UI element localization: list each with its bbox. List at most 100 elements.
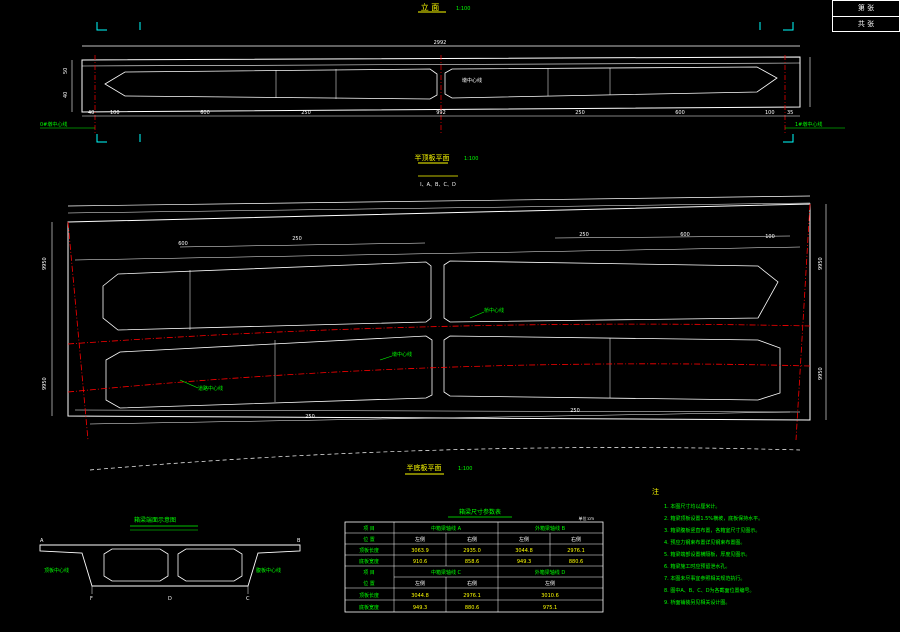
note-7: 7. 本图未尽事宜参照相关规范执行。 (664, 575, 745, 582)
plan-dim-5: 100 (765, 234, 775, 240)
elevation-cell-left (104, 68, 438, 100)
table-r4-c2: 880.6 (465, 605, 479, 611)
plan-dim-line-right (554, 235, 791, 239)
elevation-scale: 1:100 (456, 6, 470, 12)
table-r2-label: 底板宽度 (359, 558, 379, 565)
plan-cell-lower-left (105, 335, 433, 409)
plan-cell-upper-left (102, 261, 432, 331)
plan-dim-3: 250 (579, 232, 589, 238)
table-h-r2: 位 置 (363, 536, 375, 543)
table-r4-label: 底板宽度 (359, 604, 379, 611)
title-block-row-2: 共 张 (857, 20, 875, 28)
elevation-dim-mid-left: 250 (301, 110, 311, 116)
plan-side-leader (379, 355, 393, 361)
table-r2-c1: 910.6 (413, 559, 427, 565)
table-r3-c1: 3044.8 (411, 593, 429, 599)
plan-bottom-dimline (89, 411, 791, 425)
table-r3-c2: 2976.1 (463, 593, 481, 599)
note-9: 9. 桥面铺装另见相关设计图。 (664, 599, 730, 606)
note-2: 2. 箱梁顶板设置1.5%横坡，底板保持水平。 (664, 515, 763, 522)
elevation-dim-left: 600 (200, 110, 210, 116)
plan-cell-upper-right (443, 260, 779, 323)
section-label-right: 腹板中心线 (256, 567, 281, 574)
note-5: 5. 箱梁端部设置横隔板，厚度见图示。 (664, 551, 750, 558)
table-group-2: 外箱梁轴线 B (535, 525, 566, 532)
plan-axis-label: 道路中心线 (198, 385, 223, 392)
section-title: 箱梁端面示意图 (134, 516, 176, 524)
plan-pier-axis-left (67, 221, 89, 441)
note-4: 4. 预应力钢束布置详见钢束布置图。 (664, 539, 745, 546)
table-col-6: 右侧 (467, 580, 477, 587)
section-label-d: D (168, 596, 172, 602)
elevation-cell-right (444, 66, 778, 99)
table-r1-c2: 2935.0 (463, 548, 481, 554)
table-r2-c2: 858.6 (465, 559, 479, 565)
table-r4-c3: 975.1 (543, 605, 557, 611)
table-r3-c3: 3010.6 (541, 593, 559, 599)
table-col-2: 右侧 (467, 536, 477, 543)
plan-side-dim-2: 9950 (42, 377, 48, 390)
plan-view: 半顶板平面 1:100 I、A、B、C、D 600 250 250 600 (42, 153, 827, 475)
table-group-3: 中箱梁轴线 C (431, 569, 462, 576)
plan-pier-axis-right (795, 203, 811, 441)
plan-outline (67, 203, 811, 421)
elevation-dim-mid-right: 250 (575, 110, 585, 116)
table-r4-c1: 949.3 (413, 605, 427, 611)
plan-top-dimline (67, 195, 811, 207)
table-col-4: 右侧 (571, 536, 581, 543)
section-label-left: 顶板中心线 (44, 567, 69, 574)
title-block-row-1: 第 张 (833, 1, 899, 17)
elevation-total-dim: 2992 (434, 40, 447, 46)
table-unit: 单位:cm (579, 515, 595, 521)
section-mark-top-left (96, 22, 107, 31)
table-title: 箱梁尺寸参数表 (459, 508, 501, 516)
section-mark-bottom-right (783, 134, 794, 143)
elevation-dim-center: 992 (436, 110, 446, 116)
elevation-dim-small-right: 35 (787, 110, 793, 116)
note-6: 6. 箱梁施工时应预留泄水孔。 (664, 563, 730, 570)
section-label-f: F (90, 596, 93, 602)
table-col-7: 左侧 (545, 580, 555, 587)
table-frame (344, 521, 604, 613)
table-col-1: 左侧 (415, 536, 425, 543)
elevation-dim-small-left: 40 (88, 110, 94, 116)
plan-dashed-bottom (89, 447, 801, 471)
section-label-b: B (297, 538, 301, 544)
plan-top-title: 半顶板平面 (415, 153, 450, 162)
plan-cell-lower-right (443, 335, 781, 401)
plan-side-dim-r1: 9950 (818, 257, 824, 270)
table-h2-r1: 项 目 (363, 570, 375, 576)
notes-title: 注 (652, 487, 659, 496)
plan-side-label: 墩中心线 (392, 351, 412, 358)
table-r2-c4: 880.6 (569, 559, 583, 565)
elevation-h1: 50 (63, 68, 69, 74)
table-r1-c1: 3063.9 (411, 548, 429, 554)
plan-side-dim-1: 9950 (42, 257, 48, 270)
note-1: 1. 本图尺寸均以厘米计。 (664, 503, 720, 510)
plan-center-label: 桥中心线 (484, 307, 504, 314)
table-r1-c3: 3044.8 (515, 548, 533, 554)
table-group-1: 中箱梁轴线 A (431, 525, 462, 532)
plan-top-scale: 1:100 (464, 156, 478, 162)
table-col-3: 左侧 (519, 536, 529, 543)
note-8: 8. 图中A、B、C、D为各截面位置编号。 (664, 587, 755, 594)
section-outline (39, 544, 301, 587)
elevation-note-left: 0#墩中心线 (40, 121, 67, 128)
elevation-beam-outline (81, 56, 801, 113)
elevation-h2: 40 (63, 92, 69, 98)
section-label-c: C (246, 596, 250, 602)
plan-bridge-center-line (67, 323, 811, 345)
plan-top-subtitle: I、A、B、C、D (420, 182, 456, 188)
plan-bottom-title: 半底板平面 (407, 463, 442, 472)
elevation-deck-line (81, 62, 801, 67)
elevation-note-right: 1#墩中心线 (795, 121, 822, 128)
elevation-dim-end-left: 100 (110, 110, 120, 116)
plan-top-dimline-2 (67, 202, 811, 214)
plan-bottom-dim: 250 (305, 414, 315, 420)
plan-inner-top-line (74, 246, 801, 261)
elevation-dim-right: 600 (675, 110, 685, 116)
plan-dim-2: 250 (292, 236, 302, 242)
table-r1-label: 顶板长度 (359, 547, 379, 554)
plan-bottom-dim-2: 250 (570, 408, 580, 414)
